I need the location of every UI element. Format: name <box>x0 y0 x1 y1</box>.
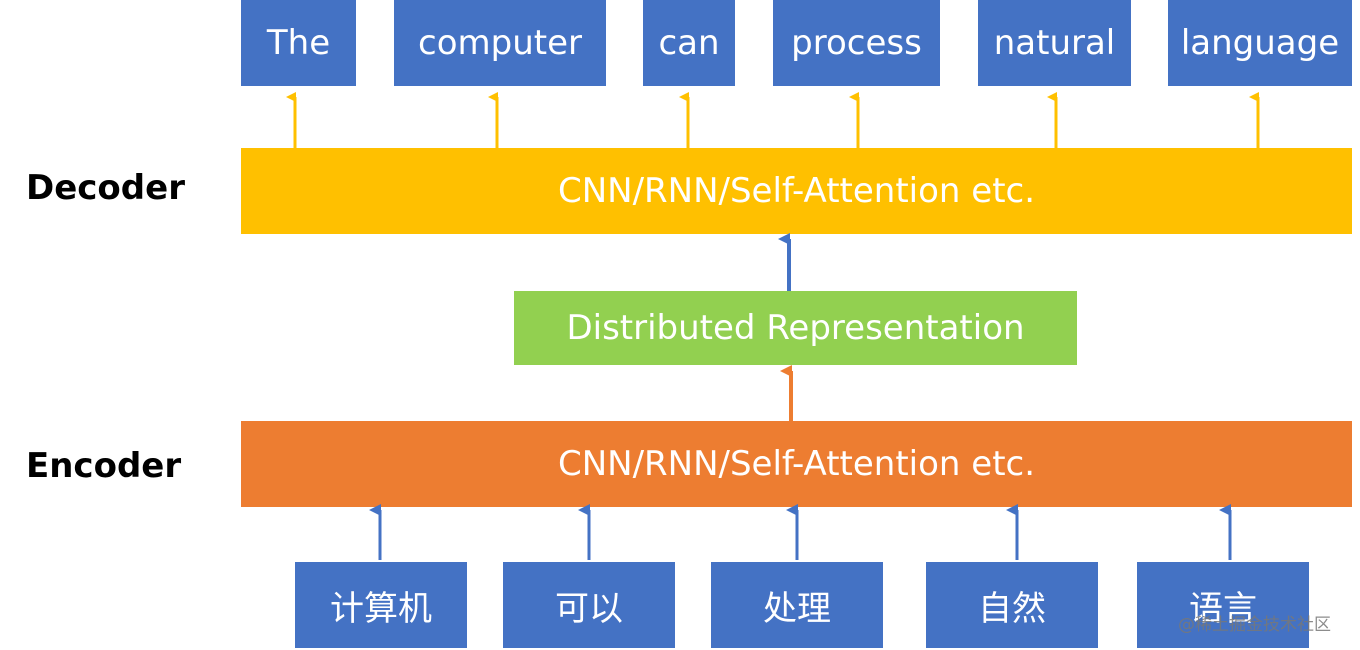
input-token-5: 语言 <box>1137 562 1309 648</box>
output-token-6: language <box>1168 0 1352 86</box>
output-token-3: can <box>643 0 735 86</box>
output-token-2: computer <box>394 0 606 86</box>
decoder-label: Decoder <box>26 168 185 208</box>
input-token-4: 自然 <box>926 562 1098 648</box>
output-token-1: The <box>241 0 356 86</box>
distributed-representation-box: Distributed Representation <box>514 291 1077 365</box>
input-token-1: 计算机 <box>295 562 467 648</box>
encoder-label: Encoder <box>26 446 182 486</box>
input-token-2: 可以 <box>503 562 675 648</box>
output-token-5: natural <box>978 0 1131 86</box>
output-token-4: process <box>773 0 940 86</box>
input-token-3: 处理 <box>711 562 883 648</box>
encoder-block: CNN/RNN/Self-Attention etc. <box>241 421 1352 507</box>
watermark: @稀土掘金技术社区 <box>1178 615 1331 635</box>
decoder-block: CNN/RNN/Self-Attention etc. <box>241 148 1352 234</box>
